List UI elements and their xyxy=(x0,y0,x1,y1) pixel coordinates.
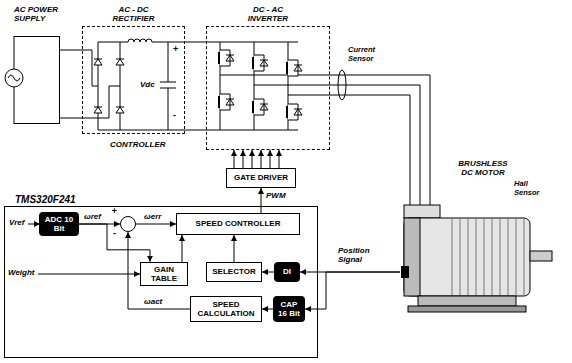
label-anchor: ωref xyxy=(84,212,101,221)
inductor-symbol xyxy=(128,39,152,42)
section-label: CONTROLLER xyxy=(110,140,166,149)
inverter-wiring xyxy=(206,42,430,205)
label-anchor: Hall Sensor xyxy=(514,180,552,197)
connector xyxy=(136,224,176,225)
junction-outline xyxy=(120,216,136,232)
label-anchor: Weight xyxy=(8,268,35,277)
capture-block: CAP 16 Bit xyxy=(273,296,305,322)
hall-sensor-symbol xyxy=(401,266,409,278)
node-text: SPEED CALCULATION xyxy=(194,300,258,318)
process-box: SELECTOR xyxy=(206,262,262,282)
connector xyxy=(234,235,235,262)
ac-supply: AC POWER SUPPLY xyxy=(14,36,60,124)
input-block: DI xyxy=(274,262,300,282)
node-text: GAIN TABLE xyxy=(144,265,184,283)
motor: BRUSHLESS DC MOTOR xyxy=(400,205,556,318)
input-arrow xyxy=(38,274,140,275)
connector xyxy=(305,272,400,309)
junction-circle xyxy=(121,217,136,232)
motor-feet xyxy=(418,296,516,306)
node-heading: BRUSHLESS DC MOTOR xyxy=(455,159,511,177)
label-anchor: - xyxy=(173,110,176,120)
label-anchor: ωerr xyxy=(144,212,161,221)
label-anchor: Vref xyxy=(9,218,24,227)
connector xyxy=(128,232,190,309)
connector xyxy=(185,42,206,43)
polarity-sign: - xyxy=(173,110,176,120)
signal-name: Weight xyxy=(8,268,35,277)
connector xyxy=(330,85,420,205)
label-anchor: + xyxy=(173,44,178,54)
connector xyxy=(79,224,150,262)
node-text: ADC 10 Bit xyxy=(42,215,76,233)
diode-bridge xyxy=(94,59,124,113)
motor-base xyxy=(408,306,526,312)
junction-sign: - xyxy=(111,229,118,238)
node-text: SELECTOR xyxy=(212,267,255,276)
connector xyxy=(60,50,82,51)
node-text: GATE DRIVER xyxy=(234,173,288,182)
summing-junction: +- xyxy=(120,216,136,232)
signal-name: Position Signal xyxy=(338,246,380,264)
motor-body xyxy=(404,218,530,296)
sine-symbol xyxy=(8,75,20,81)
gate-signal xyxy=(270,150,271,168)
label-anchor: Position Signal xyxy=(338,246,380,264)
label-anchor: PWM xyxy=(266,191,286,200)
label-anchor: Current Sensor xyxy=(348,46,386,63)
rectifier-block: AC - DC RECTIFIER xyxy=(82,26,185,134)
adc-block: ADC 10 Bit xyxy=(39,212,79,236)
gate-signal xyxy=(279,150,280,168)
signal-name: Vref xyxy=(9,218,24,227)
connector xyxy=(262,272,274,273)
polarity-sign: + xyxy=(173,44,178,54)
node-text: CAP 16 Bit xyxy=(276,300,302,318)
node-heading: AC POWER SUPPLY xyxy=(14,5,84,23)
signal-label: ωact xyxy=(144,297,162,306)
connector xyxy=(261,150,262,168)
label-anchor: CONTROLLER xyxy=(110,140,166,149)
node-text: DI xyxy=(283,267,291,276)
gate-driver-box: GATE DRIVER xyxy=(226,168,296,188)
signal-label: ωerr xyxy=(144,212,161,221)
signal-label: ωref xyxy=(84,212,101,221)
node-heading: TMS320F241 xyxy=(15,194,76,206)
inverter-block: DC - AC INVERTER xyxy=(206,26,330,150)
gate-signal xyxy=(234,150,235,168)
process-box: GAIN TABLE xyxy=(140,262,188,286)
gate-signal xyxy=(243,150,244,168)
connector xyxy=(182,235,183,262)
freewheel-diodes xyxy=(220,50,302,120)
node-heading: DC - AC INVERTER xyxy=(237,5,299,23)
label-anchor: Vdc xyxy=(140,80,155,89)
dsp-frame: TMS320F241ADC 10 Bit+-SPEED CONTROLLERGA… xyxy=(4,206,318,358)
cooling-fins xyxy=(452,218,524,296)
process-box: SPEED CONTROLLER xyxy=(176,213,300,235)
process-box: SPEED CALCULATION xyxy=(190,296,262,322)
motor-end-bell xyxy=(404,218,420,296)
connector xyxy=(261,188,262,213)
motor-shaft xyxy=(530,251,552,261)
connector xyxy=(262,309,273,310)
terminal-box xyxy=(404,205,440,218)
sensor-label: Hall Sensor xyxy=(514,180,552,197)
signal-label: PWM xyxy=(266,191,286,200)
gate-signal xyxy=(252,150,253,168)
junction-sign: + xyxy=(111,207,118,216)
node-heading: AC - DC RECTIFIER xyxy=(103,5,165,23)
label-anchor: ωact xyxy=(144,297,162,306)
voltage-label: Vdc xyxy=(140,80,155,89)
node-text: SPEED CONTROLLER xyxy=(196,219,281,228)
sensor-label: Current Sensor xyxy=(348,46,386,63)
ac-source-symbol xyxy=(5,69,23,87)
